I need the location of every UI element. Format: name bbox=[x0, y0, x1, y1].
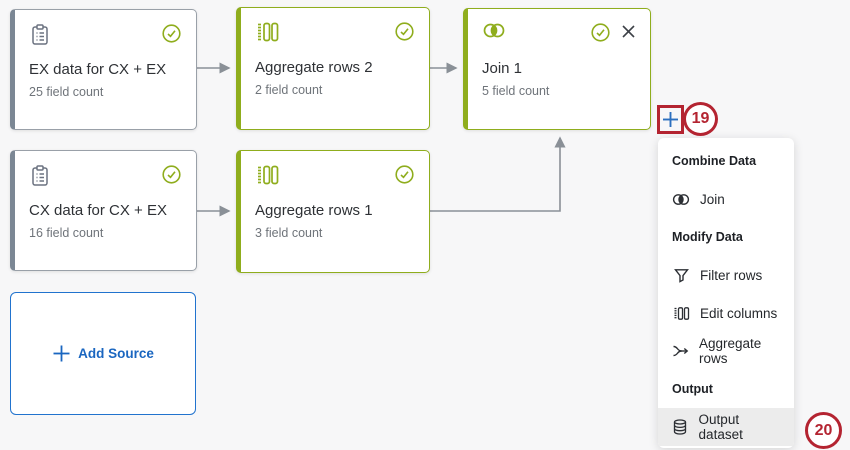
node-aggregate-rows-2[interactable]: Aggregate rows 2 2 field count bbox=[236, 7, 430, 130]
menu-section-modify-data: Modify Data bbox=[672, 230, 743, 244]
check-status-icon bbox=[590, 22, 611, 48]
menu-item-output-dataset[interactable]: Output dataset bbox=[658, 408, 794, 446]
node-field-count: 2 field count bbox=[255, 83, 323, 97]
menu-item-label: Filter rows bbox=[700, 267, 763, 283]
filter-icon bbox=[672, 268, 690, 283]
menu-item-label: Aggregate rows bbox=[699, 336, 762, 366]
menu-section-combine-data: Combine Data bbox=[672, 154, 757, 168]
aggregate-columns-icon bbox=[255, 21, 281, 49]
node-ex-source[interactable]: EX data for CX + EX 25 field count bbox=[10, 9, 197, 130]
dataset-clipboard-icon bbox=[29, 164, 51, 192]
node-title: Aggregate rows 2 bbox=[255, 59, 373, 76]
database-icon bbox=[672, 419, 689, 435]
close-icon[interactable] bbox=[621, 24, 636, 44]
add-step-menu: Combine Data Join Modify Data Filter row… bbox=[658, 138, 794, 448]
check-status-icon bbox=[161, 23, 182, 49]
add-source-label: Add Source bbox=[78, 346, 154, 361]
aggregate-columns-icon bbox=[255, 164, 281, 192]
node-title: CX data for CX + EX bbox=[29, 202, 167, 219]
tutorial-step-number: 19 bbox=[691, 110, 710, 127]
menu-section-output: Output bbox=[672, 382, 713, 396]
node-join-1[interactable]: Join 1 5 field count bbox=[463, 8, 651, 130]
plus-icon bbox=[52, 344, 71, 363]
menu-item-filter-rows[interactable]: Filter rows bbox=[658, 256, 794, 294]
tutorial-step-number: 20 bbox=[814, 421, 833, 439]
node-title: EX data for CX + EX bbox=[29, 61, 167, 78]
node-aggregate-rows-1[interactable]: Aggregate rows 1 3 field count bbox=[236, 150, 430, 273]
node-cx-source[interactable]: CX data for CX + EX 16 field count bbox=[10, 150, 197, 271]
add-source-button[interactable]: Add Source bbox=[10, 292, 196, 415]
node-title: Join 1 bbox=[482, 60, 523, 77]
check-status-icon bbox=[161, 164, 182, 190]
node-field-count: 25 field count bbox=[29, 85, 104, 99]
tutorial-step-19-badge: 19 bbox=[683, 102, 718, 136]
join-icon bbox=[482, 22, 506, 44]
menu-item-label: Output dataset bbox=[698, 412, 743, 442]
menu-item-aggregate-rows[interactable]: Aggregate rows bbox=[658, 332, 794, 370]
node-title: Aggregate rows 1 bbox=[255, 202, 373, 219]
node-field-count: 5 field count bbox=[482, 84, 550, 98]
join-icon bbox=[672, 193, 690, 206]
node-field-count: 16 field count bbox=[29, 226, 104, 240]
menu-item-edit-columns[interactable]: Edit columns bbox=[658, 294, 794, 332]
add-step-button[interactable] bbox=[657, 105, 684, 134]
menu-item-label: Edit columns bbox=[700, 305, 778, 321]
dataset-clipboard-icon bbox=[29, 23, 51, 51]
menu-item-join[interactable]: Join bbox=[658, 180, 794, 218]
check-status-icon bbox=[394, 21, 415, 47]
tutorial-step-20-badge: 20 bbox=[805, 412, 842, 449]
plus-icon bbox=[662, 111, 679, 128]
aggregate-rows-icon bbox=[672, 344, 689, 358]
edit-columns-icon bbox=[672, 306, 690, 321]
check-status-icon bbox=[394, 164, 415, 190]
node-field-count: 3 field count bbox=[255, 226, 323, 240]
menu-item-label: Join bbox=[700, 191, 725, 207]
